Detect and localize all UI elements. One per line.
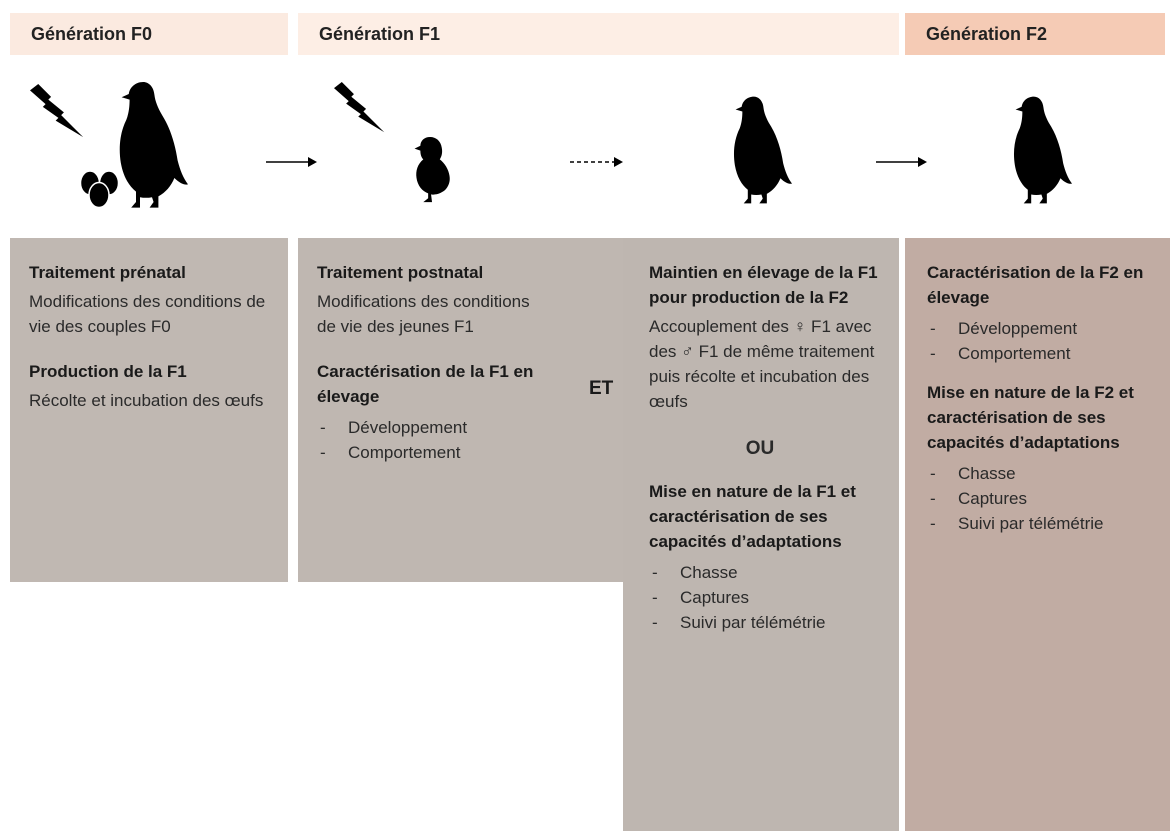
list-item: Comportement [317, 440, 609, 465]
f1-production-title: Production de la F1 [29, 362, 187, 381]
prenatal-treatment-title: Traitement prénatal [29, 263, 186, 282]
header-generation-f0: Génération F0 [10, 13, 288, 55]
f1-characterisation-title: Caractérisation de la F1 en élevage [317, 362, 534, 406]
f2-panel: Caractérisation de la F2 en élevage Déve… [905, 238, 1170, 831]
f2-characterisation-list: Développement Comportement [927, 316, 1156, 366]
list-item: Suivi par télémétrie [927, 511, 1156, 536]
header-generation-f2: Génération F2 [905, 13, 1165, 55]
chick-icon [414, 137, 450, 203]
postnatal-treatment-title: Traitement postnatal [317, 263, 484, 282]
list-item: Suivi par télémétrie [649, 610, 885, 635]
lightning-icon [30, 84, 84, 138]
f1-release-list: Chasse Captures Suivi par télémétrie [649, 560, 885, 635]
partridge-icon [1013, 96, 1072, 204]
prenatal-treatment-text: Modifications des conditions de vie des … [29, 292, 266, 336]
f1-production-text: Récolte et incubation des œufs [29, 391, 264, 410]
arrow-icon [876, 157, 927, 167]
list-item: Captures [649, 585, 885, 610]
breeding-maintenance-title: Maintien en élevage de la F1 pour produc… [649, 263, 878, 307]
f2-release-title: Mise en nature de la F2 et caractérisati… [927, 383, 1134, 452]
partridge-icon [733, 96, 792, 204]
ou-label: OU [745, 438, 775, 459]
f2-release-list: Chasse Captures Suivi par télémétrie [927, 461, 1156, 536]
list-item: Comportement [927, 341, 1156, 366]
breeding-maintenance-text: Accouplement des ♀ F1 avec des ♂ F1 de m… [649, 317, 875, 411]
f1-panel: Traitement postnatal Modifications des c… [298, 238, 623, 582]
header-generation-f1: Génération F1 [298, 13, 899, 55]
f1-characterisation-list: Développement Comportement [317, 415, 609, 465]
et-label: ET [589, 378, 614, 399]
list-item: Captures [927, 486, 1156, 511]
eggs-icon [79, 170, 120, 209]
f0-panel: Traitement prénatal Modifications des co… [10, 238, 288, 582]
f1-continuation-panel: Maintien en élevage de la F1 pour produc… [623, 238, 899, 831]
lightning-icon [334, 82, 385, 133]
list-item: Développement [927, 316, 1156, 341]
dashed-arrow-icon [570, 157, 623, 167]
arrow-icon [266, 157, 317, 167]
postnatal-treatment-text: Modifications des conditions de vie des … [317, 292, 530, 336]
f2-characterisation-title: Caractérisation de la F2 en élevage [927, 263, 1144, 307]
list-item: Chasse [649, 560, 885, 585]
list-item: Développement [317, 415, 609, 440]
partridge-icon [119, 82, 188, 208]
list-item: Chasse [927, 461, 1156, 486]
f1-release-title: Mise en nature de la F1 et caractérisati… [649, 482, 856, 551]
